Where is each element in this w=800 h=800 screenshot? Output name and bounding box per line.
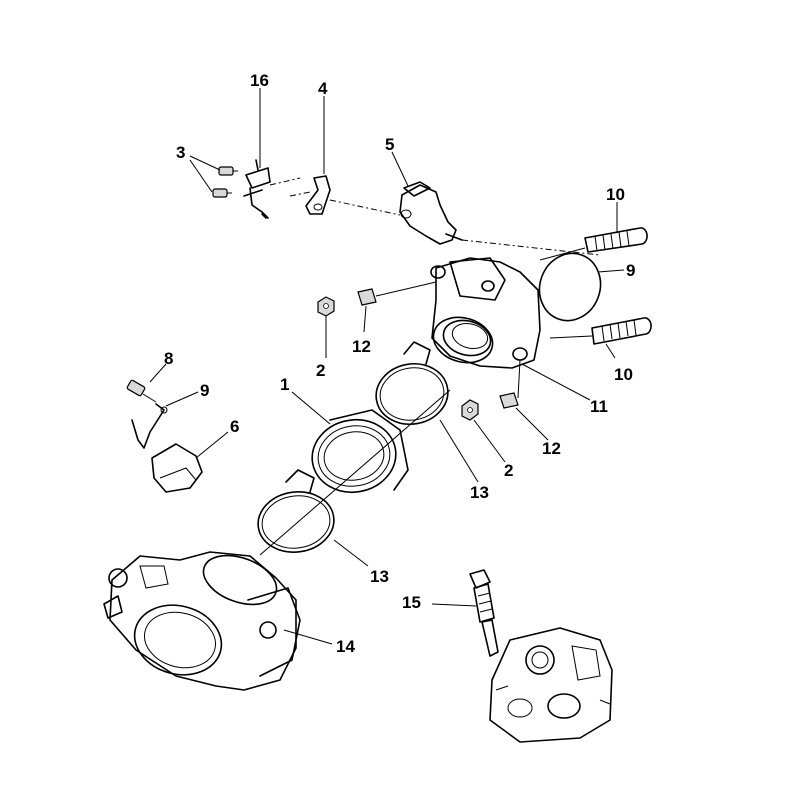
part-13-clamp-lower [257,469,335,553]
part-12-spacer-upper [357,288,377,306]
axis-upper-fastener [375,281,437,297]
assembly-axis-upper [269,177,401,216]
callout-1: 1 [280,375,289,394]
part-7-screw [126,379,157,403]
part-4-clip [305,175,331,215]
axis-stud-lower [549,335,593,339]
leader-lines [149,88,625,645]
callout-2-lower: 2 [504,461,513,480]
callout-11: 11 [590,397,608,416]
part-12-spacer-lower [499,392,519,409]
assembly-axis-injector [461,239,601,256]
axis-boot [259,389,451,556]
axis-stud-upper [539,247,586,261]
callout-5: 5 [385,135,394,154]
part-2-nut-lower [461,399,479,421]
callout-15: 15 [402,593,421,612]
callout-10-lower: 10 [614,365,633,384]
callout-7: 8 [164,349,173,368]
callout-9: 9 [626,261,635,280]
callout-13-upper: 13 [470,483,489,502]
axis-lower-fastener [517,359,521,399]
callout-10-upper: 10 [606,185,625,204]
part-6-sensor [151,443,203,493]
callout-14: 14 [336,637,355,656]
callout-13-lower: 13 [370,567,389,586]
part-1-rubber-boot [311,409,409,493]
callout-16: 16 [250,71,269,90]
part-13-clamp-upper [375,341,449,425]
part-2-nut-upper [317,296,335,317]
part-9-o-ring [538,252,602,322]
part-5-injector [399,181,463,245]
callout-12-upper: 12 [352,337,371,356]
part-16-bracket [243,159,271,219]
cylinder-head-housing [489,627,613,743]
part-11-intake-manifold [430,257,541,369]
callout-2-upper: 2 [316,361,325,380]
callout-4: 4 [318,79,328,98]
callout-12-lower: 12 [542,439,561,458]
callout-6: 6 [230,417,239,436]
part-8-bracket [131,403,168,449]
part-3-screws [212,166,238,198]
part-10-stud-lower [591,317,652,345]
callout-8: 9 [200,381,209,400]
part-10-stud-upper [584,227,648,253]
callout-labels: 16 4 3 5 10 9 10 11 2 12 2 12 1 13 13 8 … [164,71,635,656]
callout-3: 3 [176,143,185,162]
part-15-temp-sensor [469,569,499,657]
part-14-throttle-body [103,551,301,691]
